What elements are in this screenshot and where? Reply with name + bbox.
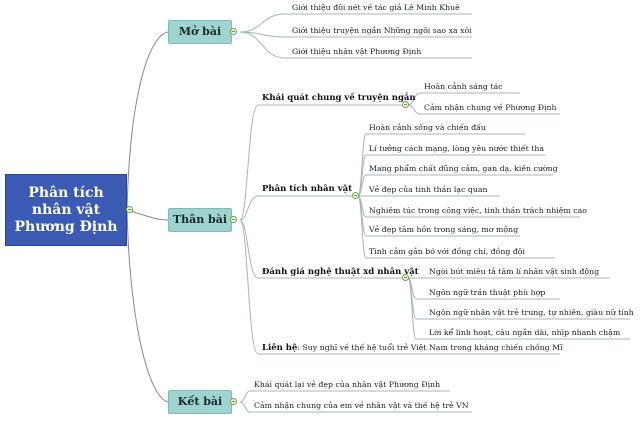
danh-gia-collapse-icon[interactable] [402,274,409,281]
danh-gia-item-1[interactable]: Ngòi bút miêu tả tâm lí nhân vật sinh độ… [429,267,600,276]
than-bai-collapse-icon[interactable] [230,216,237,223]
root-title-line-1: Phân tích [28,184,104,201]
lien-he-node[interactable]: Liên hệ: Suy nghĩ về thế hệ tuổi trẻ Việ… [262,343,563,353]
root-to-than-bai-line [126,209,169,221]
root-collapse-icon[interactable] [126,206,133,213]
lien-he-label: Liên hệ [262,343,298,353]
mo-bai-item-1[interactable]: Giới thiệu đôi nét về tác giả Lê Minh Kh… [292,3,460,12]
lien-he-text: : Suy nghĩ về thế hệ tuổi trẻ Việt Nam t… [297,343,563,352]
phan-tich-item-7[interactable]: Tình cảm gắn bó với đồng chí, đồng đội [369,247,525,256]
ket-bai-item-2[interactable]: Cảm nhận chung của em về nhân vật và thế… [254,401,469,410]
khai-quat-collapse-icon[interactable] [402,101,409,108]
phan-tich-item-3[interactable]: Mang phẩm chất dũng cảm, gan dạ, kiên cư… [369,164,558,173]
phan-tich-item-2[interactable]: Lí tưởng cách mạng, lòng yêu nước thiết … [369,144,545,153]
root-title-line-3: Phương Định [14,218,118,235]
root-to-ket-bai-line [126,209,169,403]
root-node[interactable]: Phân tích nhân vật Phương Định [5,174,127,246]
ket-bai-node[interactable]: Kết bài [168,390,232,414]
ket-bai-collapse-icon[interactable] [230,398,237,405]
mo-bai-item-2[interactable]: Giới thiệu truyện ngắn Những ngôi sao xa… [292,26,472,35]
khai-quat-item-1[interactable]: Hoàn cảnh sáng tác [424,82,503,91]
phan-tich-item-4[interactable]: Vẻ đẹp của tinh thần lạc quan [369,185,488,194]
phan-tich-node[interactable]: Phân tích nhân vật [262,184,353,194]
root-title-line-2: nhân vật [31,201,101,218]
danh-gia-item-4[interactable]: Lời kể linh hoạt, câu ngắn dài, nhịp nha… [429,328,621,337]
danh-gia-item-2[interactable]: Ngôn ngữ trần thuật phù hợp [429,288,546,297]
khai-quat-node[interactable]: Khái quát chung về truyện ngắn [262,93,416,103]
mo-bai-node[interactable]: Mở bài [168,20,232,44]
mo-bai-item-3[interactable]: Giới thiệu nhân vật Phương Định [292,47,422,56]
phan-tich-item-5[interactable]: Nghiêm túc trong công việc, tinh thần tr… [369,206,587,215]
phan-tich-collapse-icon[interactable] [352,192,359,199]
khai-quat-item-2[interactable]: Cảm nhận chung về Phương Định [424,103,557,112]
than-bai-node[interactable]: Thân bài [168,208,232,232]
danh-gia-item-3[interactable]: Ngôn ngữ nhân vật trẻ trung, tự nhiên, g… [429,308,634,317]
root-to-mo-bai-line [126,31,169,211]
phan-tich-item-1[interactable]: Hoàn cảnh sống và chiến đấu [369,123,486,132]
ket-bai-item-1[interactable]: Khái quát lại vẻ đẹp của nhân vật Phương… [254,380,441,389]
phan-tich-item-6[interactable]: Vẻ đẹp tâm hồn trong sáng, mơ mộng [369,225,519,234]
mo-bai-collapse-icon[interactable] [230,28,237,35]
danh-gia-node[interactable]: Đánh giá nghệ thuật xd nhân vật [262,267,419,277]
